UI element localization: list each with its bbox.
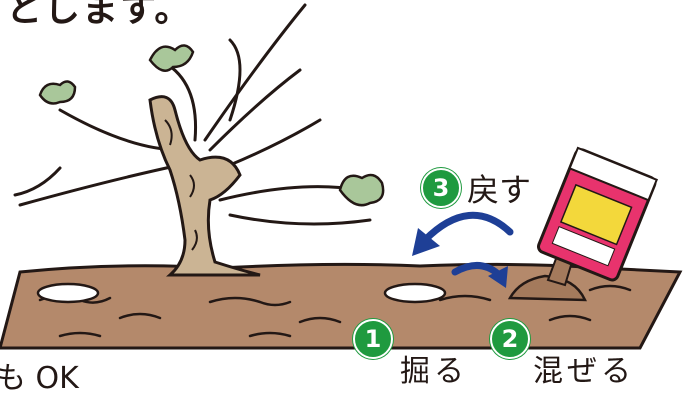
hole-left [36, 282, 100, 304]
step-number-badge: 1 [353, 319, 393, 359]
step-return: 3 戻す [421, 165, 531, 211]
tree-trunk [148, 95, 261, 277]
step-number-badge: 3 [421, 168, 461, 208]
compost-bag [537, 146, 659, 282]
soil-bed [0, 262, 683, 350]
arrow-mix [451, 262, 502, 278]
step-label-mix: 混ぜる [533, 354, 635, 389]
step-number-badge: 2 [490, 319, 530, 359]
arrow-return [421, 211, 514, 244]
tree-leaves [38, 44, 385, 207]
caption-bottom-left: も OK [0, 361, 79, 396]
arrow-mix-head [488, 266, 508, 288]
soil-texture [38, 284, 632, 338]
step-label-dig: 掘る [400, 354, 468, 389]
step-label: 戻す [467, 171, 532, 209]
arrow-return-head [412, 228, 440, 256]
hole-dug [383, 282, 447, 304]
caption-top: とします。 [6, 0, 193, 30]
